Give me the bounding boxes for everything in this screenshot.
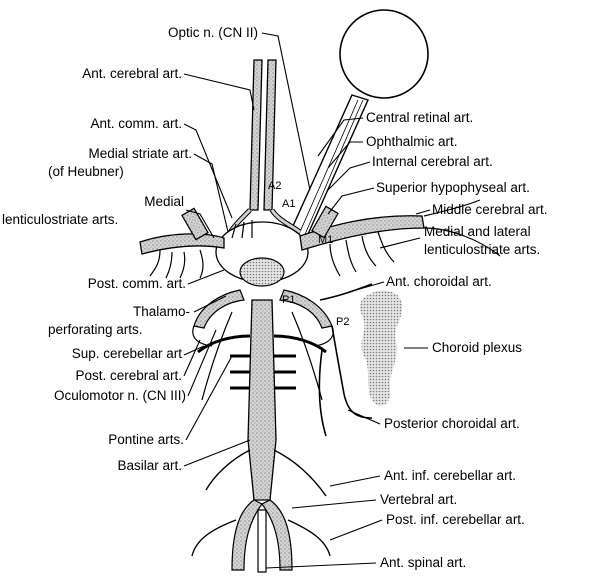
sup-cerebellar-label: Sup. cerebellar art (71, 346, 182, 361)
segment-p1-label: P1 (282, 294, 296, 306)
ophthalmic-label: Ophthalmic art. (366, 134, 458, 149)
ant-choroidal-label: Ant. choroidal art. (386, 274, 492, 289)
basilar-artery (247, 299, 277, 501)
post-choroidal-label: Posterior choroidal art. (384, 416, 520, 431)
thalamo-sublabel: perforating arts. (48, 322, 143, 337)
post-comm-label: Post. comm. art. (87, 276, 186, 291)
posterior-cerebral-arteries (192, 289, 334, 347)
medial-lateral-sublabel: lenticulostriate arts. (424, 242, 541, 257)
segment-p2-label: P2 (336, 316, 350, 328)
choroidal-arteries (318, 283, 373, 437)
segment-a1-label: A1 (282, 198, 296, 210)
medial-lenticulostriate-sublabel: lenticulostriate arts. (2, 212, 119, 227)
ant-spinal-artery (257, 509, 267, 573)
sup-hypophyseal-label: Superior hypophyseal art. (376, 180, 530, 195)
leader-lines (183, 32, 431, 569)
medial-striate-sublabel: (of Heubner) (48, 164, 124, 179)
circle-of-willis (215, 221, 309, 287)
ant-inf-cerebellar-label: Ant. inf. cerebellar art. (384, 468, 517, 483)
vertebral-label: Vertebral art. (380, 492, 458, 507)
middle-cerebral-arteries (139, 199, 501, 257)
ant-spinal-label: Ant. spinal art. (380, 555, 467, 570)
thalamo-label: Thalamo- (132, 304, 190, 319)
ant-comm-label: Ant. comm. art. (90, 116, 182, 131)
medial-lateral-label: Medial and lateral (424, 224, 531, 239)
ant-cerebral-arteries (225, 59, 302, 238)
vertebral-arteries (231, 499, 293, 571)
optic-nerve-label: Optic n. (CN II) (167, 25, 258, 40)
basilar-label: Basilar art. (117, 458, 182, 473)
segment-m1-label: M1 (318, 234, 334, 246)
segment-a2-label: A2 (268, 180, 282, 192)
choroid-plexus (359, 290, 403, 406)
choroid-plexus-label: Choroid plexus (432, 340, 523, 355)
ant-cerebral-label: Ant. cerebral art. (82, 66, 182, 81)
lenticulostriate-branches (149, 220, 395, 279)
internal-carotid-arteries (181, 205, 339, 241)
pontine-label: Pontine arts. (108, 432, 184, 447)
oculomotor-label: Oculomotor n. (CN III) (53, 388, 186, 403)
pontine-arteries (230, 354, 296, 390)
post-inf-cerebellar-label: Post. inf. cerebellar art. (386, 512, 525, 527)
middle-cerebral-label: Middle cerebral art. (432, 202, 548, 217)
medial-striate-label: Medial striate art. (88, 146, 192, 161)
cerebellar-arteries-lower (191, 449, 331, 557)
internal-cerebral-label: Internal cerebral art. (372, 154, 493, 169)
eye-globe (339, 9, 429, 99)
medial-lenticulostriate-label: Medial (144, 194, 184, 209)
post-cerebral-label: Post. cerebral art. (75, 368, 182, 383)
central-retinal-label: Central retinal art. (366, 110, 474, 125)
